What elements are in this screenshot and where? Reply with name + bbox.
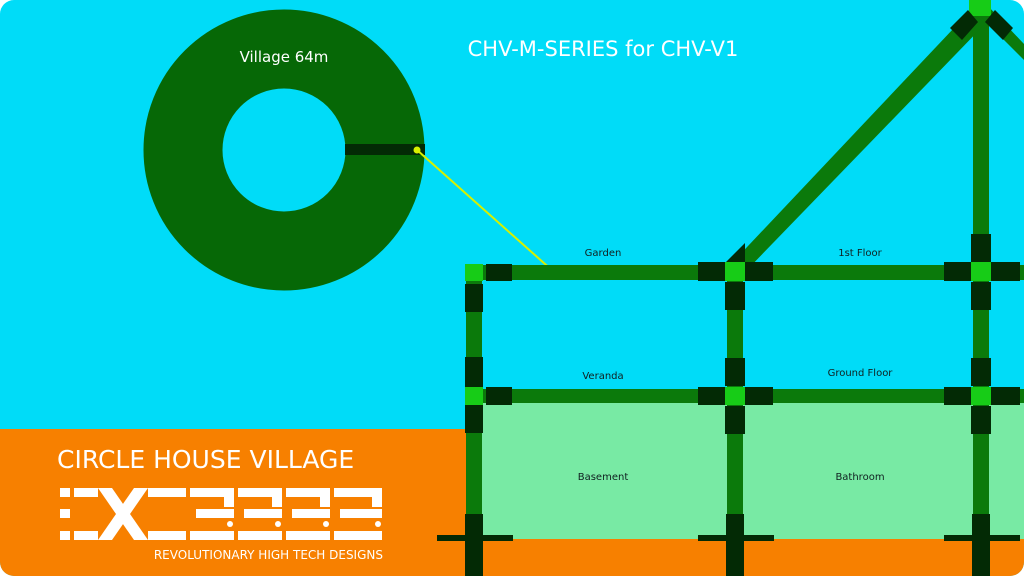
- ring-gap-marker: [345, 144, 425, 155]
- room-label-veranda: Veranda: [582, 371, 623, 382]
- brand-logo: [60, 488, 382, 540]
- joints: [437, 0, 1020, 576]
- room-label-garden: Garden: [585, 248, 622, 259]
- village-ring: [143, 9, 425, 291]
- basement-zone: [474, 399, 1024, 539]
- roof-beam: [731, 10, 985, 272]
- brand-tagline: REVOLUTIONARY HIGH TECH DESIGNS: [154, 548, 383, 562]
- brand-title: CIRCLE HOUSE VILLAGE: [57, 445, 354, 474]
- pointer-line: [413, 146, 558, 276]
- room-label-basement: Basement: [578, 472, 629, 483]
- ring-label: Village 64m: [240, 48, 329, 66]
- room-label-bathroom: Bathroom: [835, 472, 884, 483]
- room-label-first-floor: 1st Floor: [838, 248, 882, 259]
- room-label-ground-floor: Ground Floor: [828, 368, 894, 379]
- page-title: CHV-M-SERIES for CHV-V1: [468, 37, 739, 61]
